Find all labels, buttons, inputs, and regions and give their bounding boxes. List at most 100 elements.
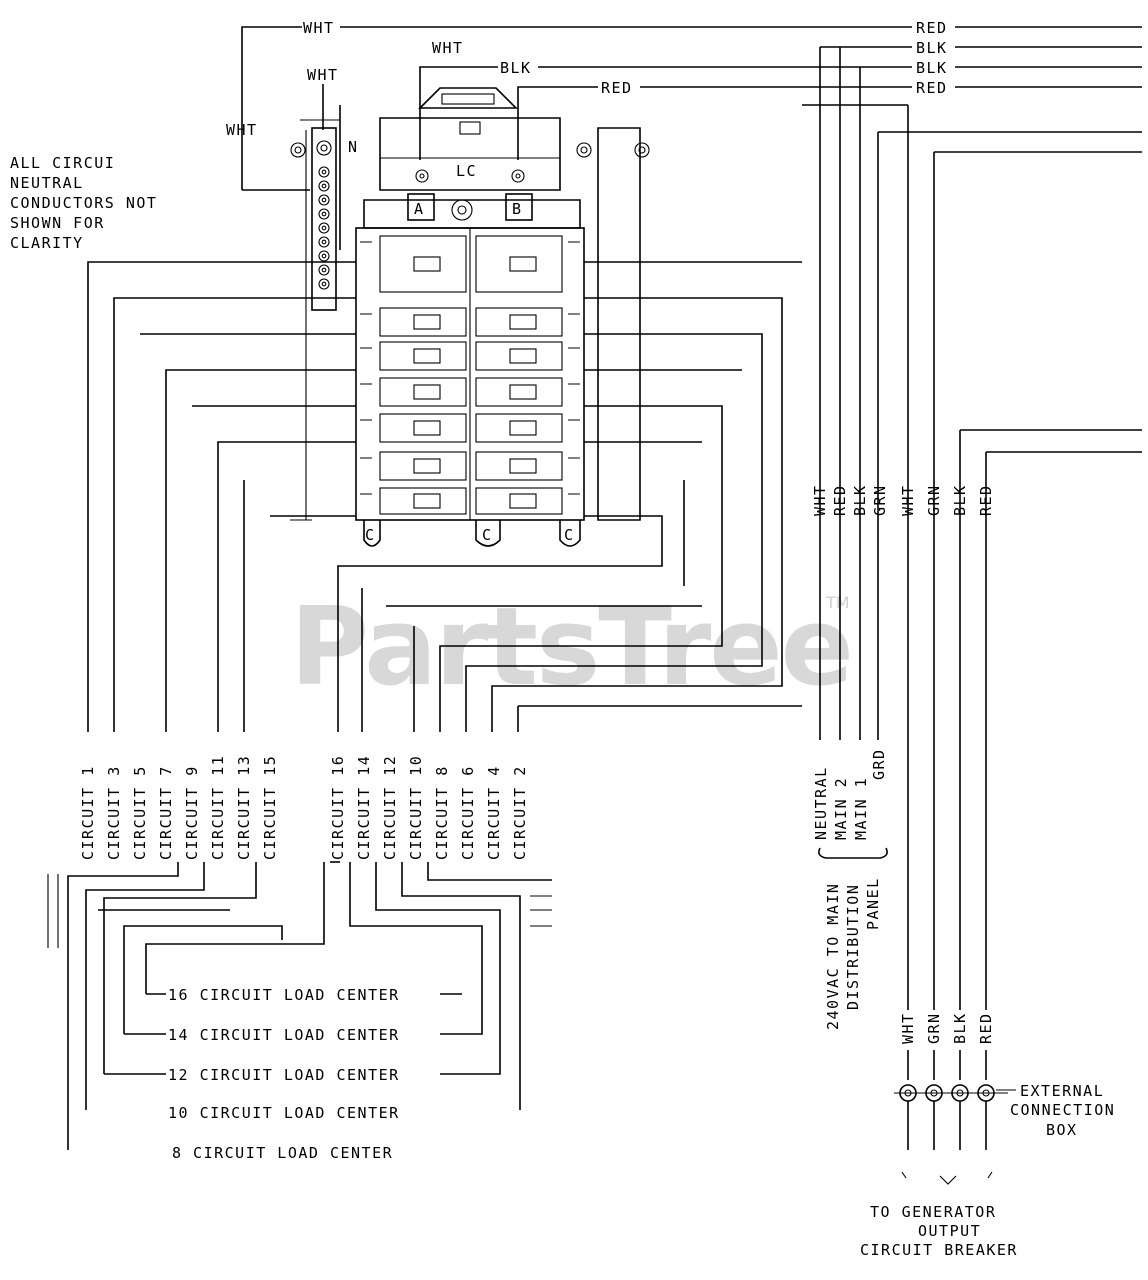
load-center-option: 14 CIRCUIT LOAD CENTER — [168, 1026, 400, 1044]
main-feed-wire-label: WHT — [811, 484, 829, 516]
circuit-label: CIRCUIT 1 — [79, 765, 97, 860]
neutral-screw — [318, 166, 330, 178]
breaker-slot — [475, 341, 563, 371]
breaker-slot — [475, 487, 563, 515]
wire-label-blk-mid: BLK — [500, 59, 532, 77]
load-center-option: 16 CIRCUIT LOAD CENTER — [168, 986, 400, 1004]
generator-wire-label: GRN — [925, 484, 943, 516]
breaker-handle — [413, 348, 441, 364]
circuit-label: CIRCUIT 5 — [131, 765, 149, 860]
breaker-handle — [413, 458, 441, 474]
note-line: SHOWN FOR — [10, 214, 105, 232]
neutral-screw — [318, 222, 330, 234]
circuit-label: CIRCUIT 12 — [381, 755, 399, 860]
breaker-slot — [475, 451, 563, 481]
main-panel-terminal: MAIN 1 — [852, 777, 870, 840]
breaker-slot — [379, 487, 467, 515]
neutral-screw — [318, 180, 330, 192]
breaker-handle — [509, 458, 537, 474]
box-wire-label: GRN — [925, 1012, 943, 1044]
breaker-slot — [379, 451, 467, 481]
circuit-label: CIRCUIT 8 — [433, 765, 451, 860]
generator-wire-label: RED — [977, 484, 995, 516]
wire-label-red-right-2: RED — [916, 79, 948, 97]
breaker-slot — [475, 413, 563, 443]
neutral-screw-center — [321, 197, 327, 203]
circuit-label: CIRCUIT 2 — [511, 765, 529, 860]
main-feed-wire-label: BLK — [851, 484, 869, 516]
main-panel-feed: WHT RED BLK GRN WHT GRN BLK RED NEUTRAL … — [811, 46, 995, 1030]
top-wiring: WHT WHT WHT WHT BLK RED RED BLK BLK RED — [226, 19, 1142, 453]
odd-circuit-wiring — [87, 261, 356, 732]
main-panel-caption: DISTRIBUTION — [844, 884, 862, 1010]
main-panel-terminal: MAIN 2 — [832, 777, 850, 840]
breaker-handle — [509, 256, 537, 272]
even-circuit-wiring — [337, 261, 802, 732]
box-wire-label: RED — [977, 1012, 995, 1044]
circuit-label: CIRCUIT 14 — [355, 755, 373, 860]
circuit-label: CIRCUIT 10 — [407, 755, 425, 860]
circuit-label: CIRCUIT 9 — [183, 765, 201, 860]
even-circuit-labels: CIRCUIT 16 CIRCUIT 14 CIRCUIT 12 CIRCUIT… — [329, 755, 529, 860]
neutral-screw — [318, 250, 330, 262]
breaker-slot — [379, 235, 467, 293]
neutral-screw-center — [321, 211, 327, 217]
neutral-screw-center — [321, 239, 327, 245]
box-wire-label: WHT — [899, 1012, 917, 1044]
breaker-slot — [475, 307, 563, 337]
circuit-label: CIRCUIT 7 — [157, 765, 175, 860]
neutral-screw — [318, 208, 330, 220]
load-center: LC A B C C C N — [290, 87, 650, 547]
circuit-label: CIRCUIT 4 — [485, 765, 503, 860]
external-connection: WHT GRN BLK RED EXTERNAL CONNECTION BOX … — [860, 1012, 1115, 1259]
note-line: CONDUCTORS NOT — [10, 194, 157, 212]
circuit-label: CIRCUIT 16 — [329, 755, 347, 860]
note-block: ALL CIRCUI NEUTRAL CONDUCTORS NOT SHOWN … — [10, 154, 157, 252]
wire-label-blk-right-2: BLK — [916, 59, 948, 77]
bus-a-label: A — [414, 200, 425, 218]
note-line: CLARITY — [10, 234, 84, 252]
circuit-label: CIRCUIT 6 — [459, 765, 477, 860]
neutral-screw-center — [321, 183, 327, 189]
breaker-handle — [413, 493, 441, 509]
foot-mark: C — [564, 526, 575, 544]
neutral-screw-center — [321, 253, 327, 259]
wire-label-wht-upper: WHT — [307, 66, 339, 84]
wire-label-red-right: RED — [916, 19, 948, 37]
load-center-tree: 16 CIRCUIT LOAD CENTER 14 CIRCUIT LOAD C… — [47, 861, 552, 1162]
breaker-handle — [509, 384, 537, 400]
generator-caption: CIRCUIT BREAKER — [860, 1241, 1018, 1259]
breaker-handle — [509, 493, 537, 509]
partstree-watermark: PartsTree — [290, 585, 852, 710]
wire-label-wht-branch: WHT — [432, 39, 464, 57]
main-panel-caption: PANEL — [864, 877, 882, 930]
circuit-label: CIRCUIT 13 — [235, 755, 253, 860]
wire-label-red-mid: RED — [601, 79, 633, 97]
main-panel-terminal: GRD — [870, 748, 888, 780]
breaker-handle — [413, 384, 441, 400]
neutral-bar-screws — [318, 166, 330, 290]
generator-caption: TO GENERATOR — [870, 1203, 996, 1221]
breaker-slot — [379, 377, 467, 407]
neutral-screw-center — [321, 267, 327, 273]
breaker-handle — [413, 314, 441, 330]
note-line: NEUTRAL — [10, 174, 84, 192]
neutral-screw — [318, 236, 330, 248]
box-wire-label: BLK — [951, 1012, 969, 1044]
generator-wire-label: BLK — [951, 484, 969, 516]
load-center-label: LC — [456, 162, 477, 180]
breaker-slot — [475, 235, 563, 293]
external-box-label: EXTERNAL — [1020, 1082, 1104, 1100]
breaker-handle — [509, 420, 537, 436]
neutral-mark: N — [348, 138, 359, 156]
circuit-label: CIRCUIT 11 — [209, 755, 227, 860]
external-box-label: CONNECTION — [1010, 1101, 1115, 1119]
breaker-slot — [475, 377, 563, 407]
breaker-handle — [413, 256, 441, 272]
main-panel-caption: 240VAC TO MAIN — [824, 883, 842, 1030]
load-center-option: 12 CIRCUIT LOAD CENTER — [168, 1066, 400, 1084]
breaker-stack — [360, 235, 580, 515]
wire-label-wht-left: WHT — [226, 121, 258, 139]
main-panel-terminal: NEUTRAL — [812, 766, 830, 840]
